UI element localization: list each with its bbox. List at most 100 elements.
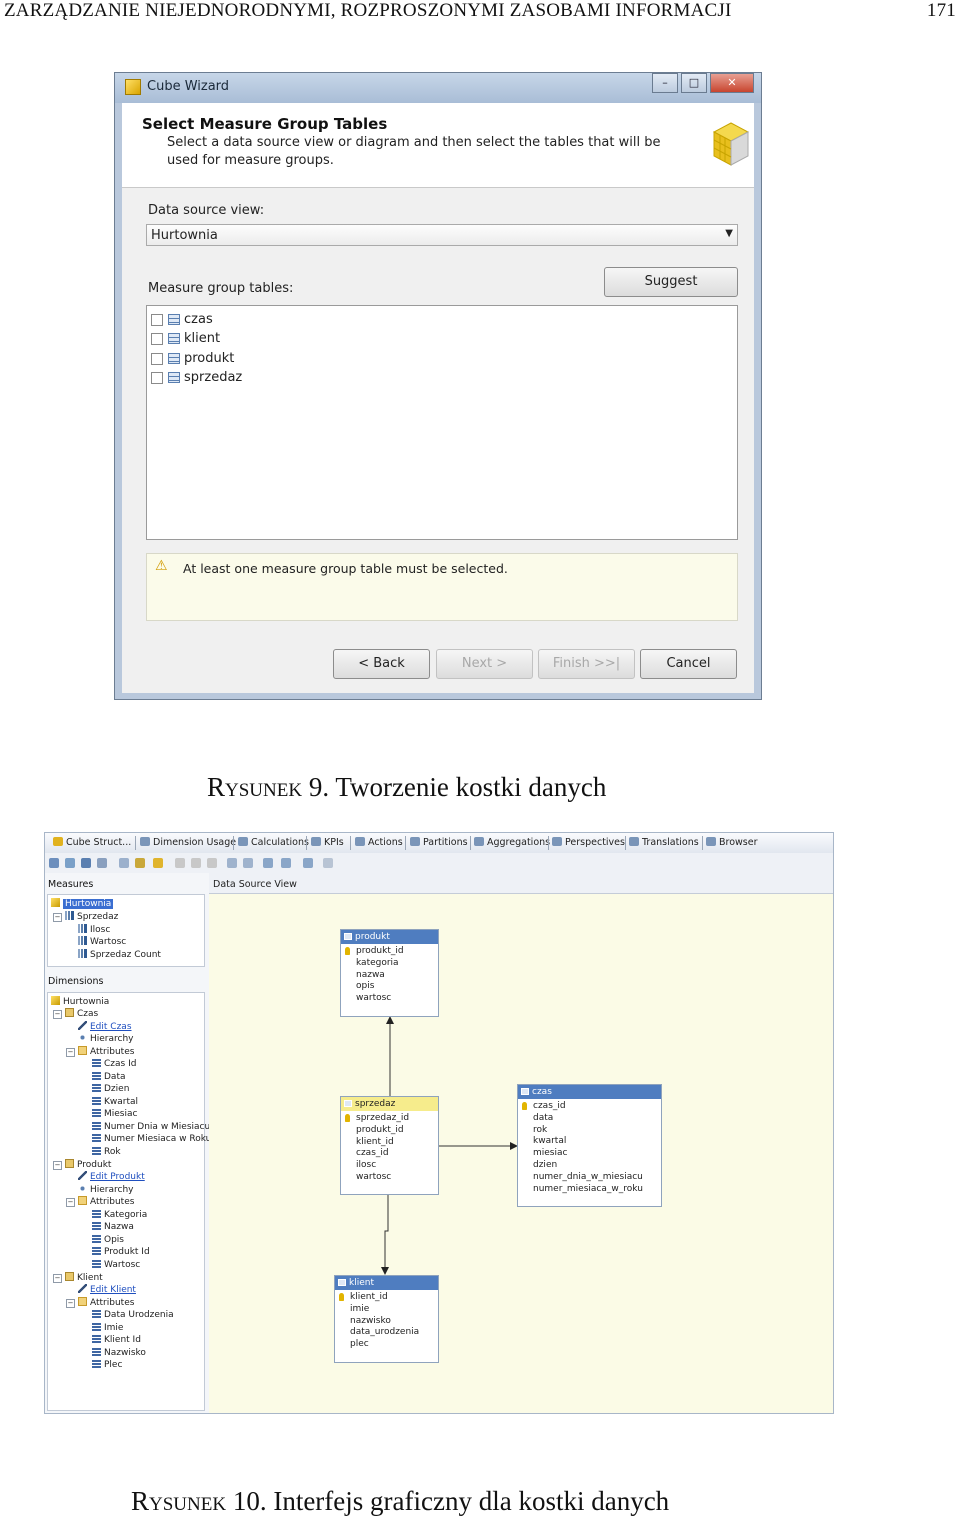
collapse-icon[interactable]: − bbox=[66, 1299, 75, 1308]
tab-aggregations[interactable]: Aggregations bbox=[474, 837, 550, 848]
tree-node-attributes[interactable]: −Attributes bbox=[66, 1196, 134, 1208]
tree-node-dimension[interactable]: −Klient bbox=[53, 1272, 103, 1284]
edit-link[interactable]: Edit Klient bbox=[90, 1285, 136, 1295]
move-down-icon[interactable] bbox=[207, 858, 217, 868]
suggest-button[interactable]: Suggest bbox=[604, 267, 738, 297]
tree-node-attribute[interactable]: Rok bbox=[92, 1146, 121, 1158]
tree-node-dimension[interactable]: −Czas bbox=[53, 1008, 98, 1020]
finish-button[interactable]: Finish >>| bbox=[538, 649, 635, 679]
tree-node-measure[interactable]: Wartosc bbox=[78, 936, 126, 948]
tab-cube-structure[interactable]: Cube Struct... bbox=[53, 837, 131, 848]
table-header[interactable]: sprzedaz bbox=[341, 1097, 438, 1111]
table-header[interactable]: produkt bbox=[341, 930, 438, 944]
diagram-table-sprzedaz[interactable]: sprzedaz sprzedaz_id produkt_id klient_i… bbox=[340, 1096, 439, 1195]
tree-node-edit[interactable]: Edit Czas bbox=[78, 1021, 132, 1033]
checkbox[interactable] bbox=[151, 372, 163, 384]
table-name: klient bbox=[184, 331, 221, 346]
dropdown-arrow-icon[interactable]: ▼ bbox=[725, 228, 733, 239]
tree-node-attribute[interactable]: Data bbox=[92, 1071, 126, 1083]
checkbox[interactable] bbox=[151, 333, 163, 345]
tree-node-attribute[interactable]: Produkt Id bbox=[92, 1246, 150, 1258]
collapse-icon[interactable]: − bbox=[66, 1048, 75, 1057]
minimize-button[interactable]: – bbox=[652, 73, 678, 93]
tab-label: Aggregations bbox=[487, 837, 551, 848]
tab-actions[interactable]: Actions bbox=[355, 837, 403, 848]
tree-node-root[interactable]: Hurtownia bbox=[51, 898, 114, 910]
tree-node-hierarchy[interactable]: Hierarchy bbox=[78, 1184, 134, 1196]
tree-node-attribute[interactable]: Dzien bbox=[92, 1083, 129, 1095]
back-button[interactable]: < Back bbox=[333, 649, 430, 679]
attribute-icon bbox=[92, 1259, 101, 1268]
table-icon[interactable] bbox=[81, 858, 91, 868]
diagram-table-produkt[interactable]: produkt produkt_id kategoria nazwa opis … bbox=[340, 929, 439, 1017]
tree-node-measure[interactable]: Sprzedaz Count bbox=[78, 949, 161, 961]
tree-node-root[interactable]: Hurtownia bbox=[51, 996, 109, 1008]
tree-node-group[interactable]: −Sprzedaz bbox=[53, 911, 118, 923]
tree-node-attributes[interactable]: −Attributes bbox=[66, 1297, 134, 1309]
collapse-icon[interactable]: − bbox=[53, 1274, 62, 1283]
collapse-icon[interactable]: − bbox=[66, 1198, 75, 1207]
tree-node-attribute[interactable]: Miesiac bbox=[92, 1108, 137, 1120]
tree-node-attribute[interactable]: Imie bbox=[92, 1322, 123, 1334]
process-icon[interactable] bbox=[49, 858, 59, 868]
checkbox[interactable] bbox=[151, 353, 163, 365]
table-header[interactable]: czas bbox=[518, 1085, 661, 1099]
more-icon[interactable] bbox=[323, 858, 333, 868]
zoom-icon[interactable] bbox=[281, 858, 291, 868]
edit-link[interactable]: Edit Produkt bbox=[90, 1172, 145, 1182]
diagram-table-czas[interactable]: czas czas_id data rok kwartal miesiac dz… bbox=[517, 1084, 662, 1207]
tab-perspectives[interactable]: Perspectives bbox=[552, 837, 625, 848]
maximize-button[interactable]: □ bbox=[681, 73, 707, 93]
new-measure-group-icon[interactable] bbox=[153, 858, 163, 868]
new-measure-icon[interactable] bbox=[135, 858, 145, 868]
tab-translations[interactable]: Translations bbox=[629, 837, 699, 848]
diagram-icon[interactable] bbox=[303, 858, 313, 868]
diagram-table-klient[interactable]: klient klient_id imie nazwisko data_urod… bbox=[334, 1275, 439, 1363]
tree-node-attribute[interactable]: Opis bbox=[92, 1234, 124, 1246]
tree-node-attribute[interactable]: Kwartal bbox=[92, 1096, 138, 1108]
grid-icon[interactable] bbox=[227, 858, 237, 868]
table-header[interactable]: klient bbox=[335, 1276, 438, 1290]
view-icon[interactable] bbox=[97, 858, 107, 868]
tree-node-edit[interactable]: Edit Produkt bbox=[78, 1171, 145, 1183]
tree-node-attribute[interactable]: Kategoria bbox=[92, 1209, 147, 1221]
table-icon bbox=[168, 353, 180, 364]
tree-node-attributes[interactable]: −Attributes bbox=[66, 1046, 134, 1058]
tab-dimension-usage[interactable]: Dimension Usage bbox=[140, 837, 236, 848]
tree-node-attribute[interactable]: Plec bbox=[92, 1359, 122, 1371]
refresh-icon[interactable] bbox=[65, 858, 75, 868]
checkbox[interactable] bbox=[151, 314, 163, 326]
collapse-icon[interactable]: − bbox=[53, 1161, 62, 1170]
tree-node-attribute[interactable]: Czas Id bbox=[92, 1058, 136, 1070]
cube-wizard-window: Cube Wizard – □ ✕ Select Measure Group T… bbox=[114, 72, 762, 700]
edit-link[interactable]: Edit Czas bbox=[90, 1022, 132, 1032]
cancel-button[interactable]: Cancel bbox=[640, 649, 737, 679]
tree-node-attribute[interactable]: Numer Miesiaca w Roku bbox=[92, 1133, 211, 1145]
properties-icon[interactable] bbox=[119, 858, 129, 868]
tab-partitions[interactable]: Partitions bbox=[410, 837, 468, 848]
tree-node-dimension[interactable]: −Produkt bbox=[53, 1159, 111, 1171]
tree-node-measure[interactable]: Ilosc bbox=[78, 924, 110, 936]
tree-node-hierarchy[interactable]: Hierarchy bbox=[78, 1033, 134, 1045]
close-button[interactable]: ✕ bbox=[710, 73, 754, 93]
move-up-icon[interactable] bbox=[191, 858, 201, 868]
layout-icon[interactable] bbox=[243, 858, 253, 868]
tree-node-attribute[interactable]: Data Urodzenia bbox=[92, 1309, 174, 1321]
collapse-icon[interactable]: − bbox=[53, 913, 62, 922]
tree-node-attribute[interactable]: Wartosc bbox=[92, 1259, 140, 1271]
close-icon[interactable] bbox=[175, 858, 185, 868]
tab-browser[interactable]: Browser bbox=[706, 837, 758, 848]
tree-node-attribute[interactable]: Numer Dnia w Miesiacu bbox=[92, 1121, 210, 1133]
arrange-icon[interactable] bbox=[263, 858, 273, 868]
window-title-bar: Cube Wizard – □ ✕ bbox=[115, 73, 761, 103]
tab-kpis[interactable]: KPIs bbox=[311, 837, 344, 848]
tree-node-attribute[interactable]: Klient Id bbox=[92, 1334, 141, 1346]
data-source-view-select[interactable]: Hurtownia ▼ bbox=[146, 224, 738, 246]
tree-node-edit[interactable]: Edit Klient bbox=[78, 1284, 136, 1296]
table-column: nazwa bbox=[356, 969, 385, 980]
next-button[interactable]: Next > bbox=[436, 649, 533, 679]
tree-node-attribute[interactable]: Nazwisko bbox=[92, 1347, 146, 1359]
collapse-icon[interactable]: − bbox=[53, 1010, 62, 1019]
tree-node-attribute[interactable]: Nazwa bbox=[92, 1221, 134, 1233]
tab-calculations[interactable]: Calculations bbox=[238, 837, 309, 848]
